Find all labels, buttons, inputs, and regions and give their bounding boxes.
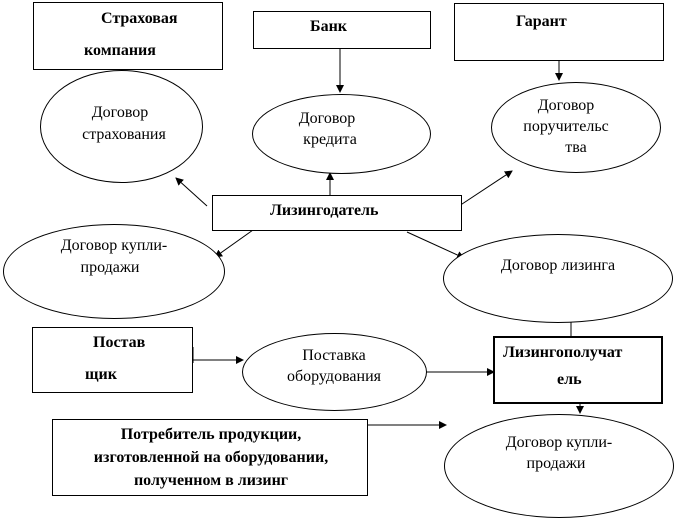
lessee-line-2: ель bbox=[557, 371, 582, 388]
insurance-company-line-1: Страховая bbox=[101, 10, 178, 27]
leasing-contract-ellipse bbox=[443, 234, 673, 323]
credit-contract-line-2: кредита bbox=[303, 131, 357, 148]
consumer-line-3: полученном в лизинг bbox=[133, 472, 289, 489]
supplier-line-2: щик bbox=[85, 366, 117, 383]
insurance-contract-ellipse bbox=[40, 70, 203, 183]
sale-contract-bottom-line-2: продажи bbox=[526, 455, 586, 472]
arrow-lessor-to-insurance-contract bbox=[175, 177, 208, 207]
credit-contract-line-1: Договор bbox=[298, 110, 356, 127]
insurance-company-line-2: компания bbox=[84, 42, 156, 59]
insurance-contract-line-2: страхования bbox=[82, 126, 166, 143]
bank-label: Банк bbox=[310, 18, 348, 35]
lessee-box bbox=[493, 336, 663, 404]
sale-contract-bottom-line-1: Договор купли- bbox=[505, 434, 613, 451]
sale-contract-bottom-ellipse bbox=[444, 414, 674, 518]
equipment-supply-line-1: Поставка bbox=[302, 347, 366, 364]
consumer-line-2: изготовленной на оборудовании, bbox=[93, 449, 329, 466]
supplier-box bbox=[32, 327, 193, 393]
guarantee-contract-line-3: тва bbox=[565, 139, 587, 156]
sale-contract-top-line-1: Договор купли- bbox=[60, 237, 168, 254]
arrow-lessor-to-sale-contract bbox=[214, 229, 254, 258]
lessor-label: Лизингодатель bbox=[270, 202, 379, 219]
bank-box bbox=[253, 11, 431, 49]
leasing-contract-label: Договор лизинга bbox=[500, 257, 616, 274]
insurance-contract-line-1: Договор bbox=[91, 104, 149, 121]
guarantee-contract-ellipse bbox=[491, 82, 661, 173]
guarantee-contract-line-1: Договор bbox=[537, 97, 595, 114]
supplier-line-1: Постав bbox=[93, 334, 146, 351]
guarantee-contract-line-2: поручительс bbox=[523, 118, 609, 135]
equipment-supply-ellipse bbox=[242, 333, 427, 411]
sale-contract-top-ellipse bbox=[3, 224, 225, 319]
insurance-company-box bbox=[33, 2, 223, 70]
guarantor-label: Гарант bbox=[516, 13, 567, 30]
consumer-box bbox=[52, 419, 368, 496]
credit-contract-ellipse bbox=[252, 94, 431, 174]
consumer-line-1: Потребитель продукции, bbox=[120, 426, 302, 443]
arrow-lessor-to-leasing-contract bbox=[406, 231, 465, 259]
lessee-line-1: Лизингополучат bbox=[503, 344, 623, 361]
sale-contract-top-line-2: продажи bbox=[80, 259, 140, 276]
lessor-box bbox=[212, 195, 462, 231]
guarantor-box bbox=[454, 3, 664, 61]
equipment-supply-line-2: оборудования bbox=[287, 368, 381, 385]
arrow-lessor-to-guarantee-contract bbox=[455, 170, 513, 209]
